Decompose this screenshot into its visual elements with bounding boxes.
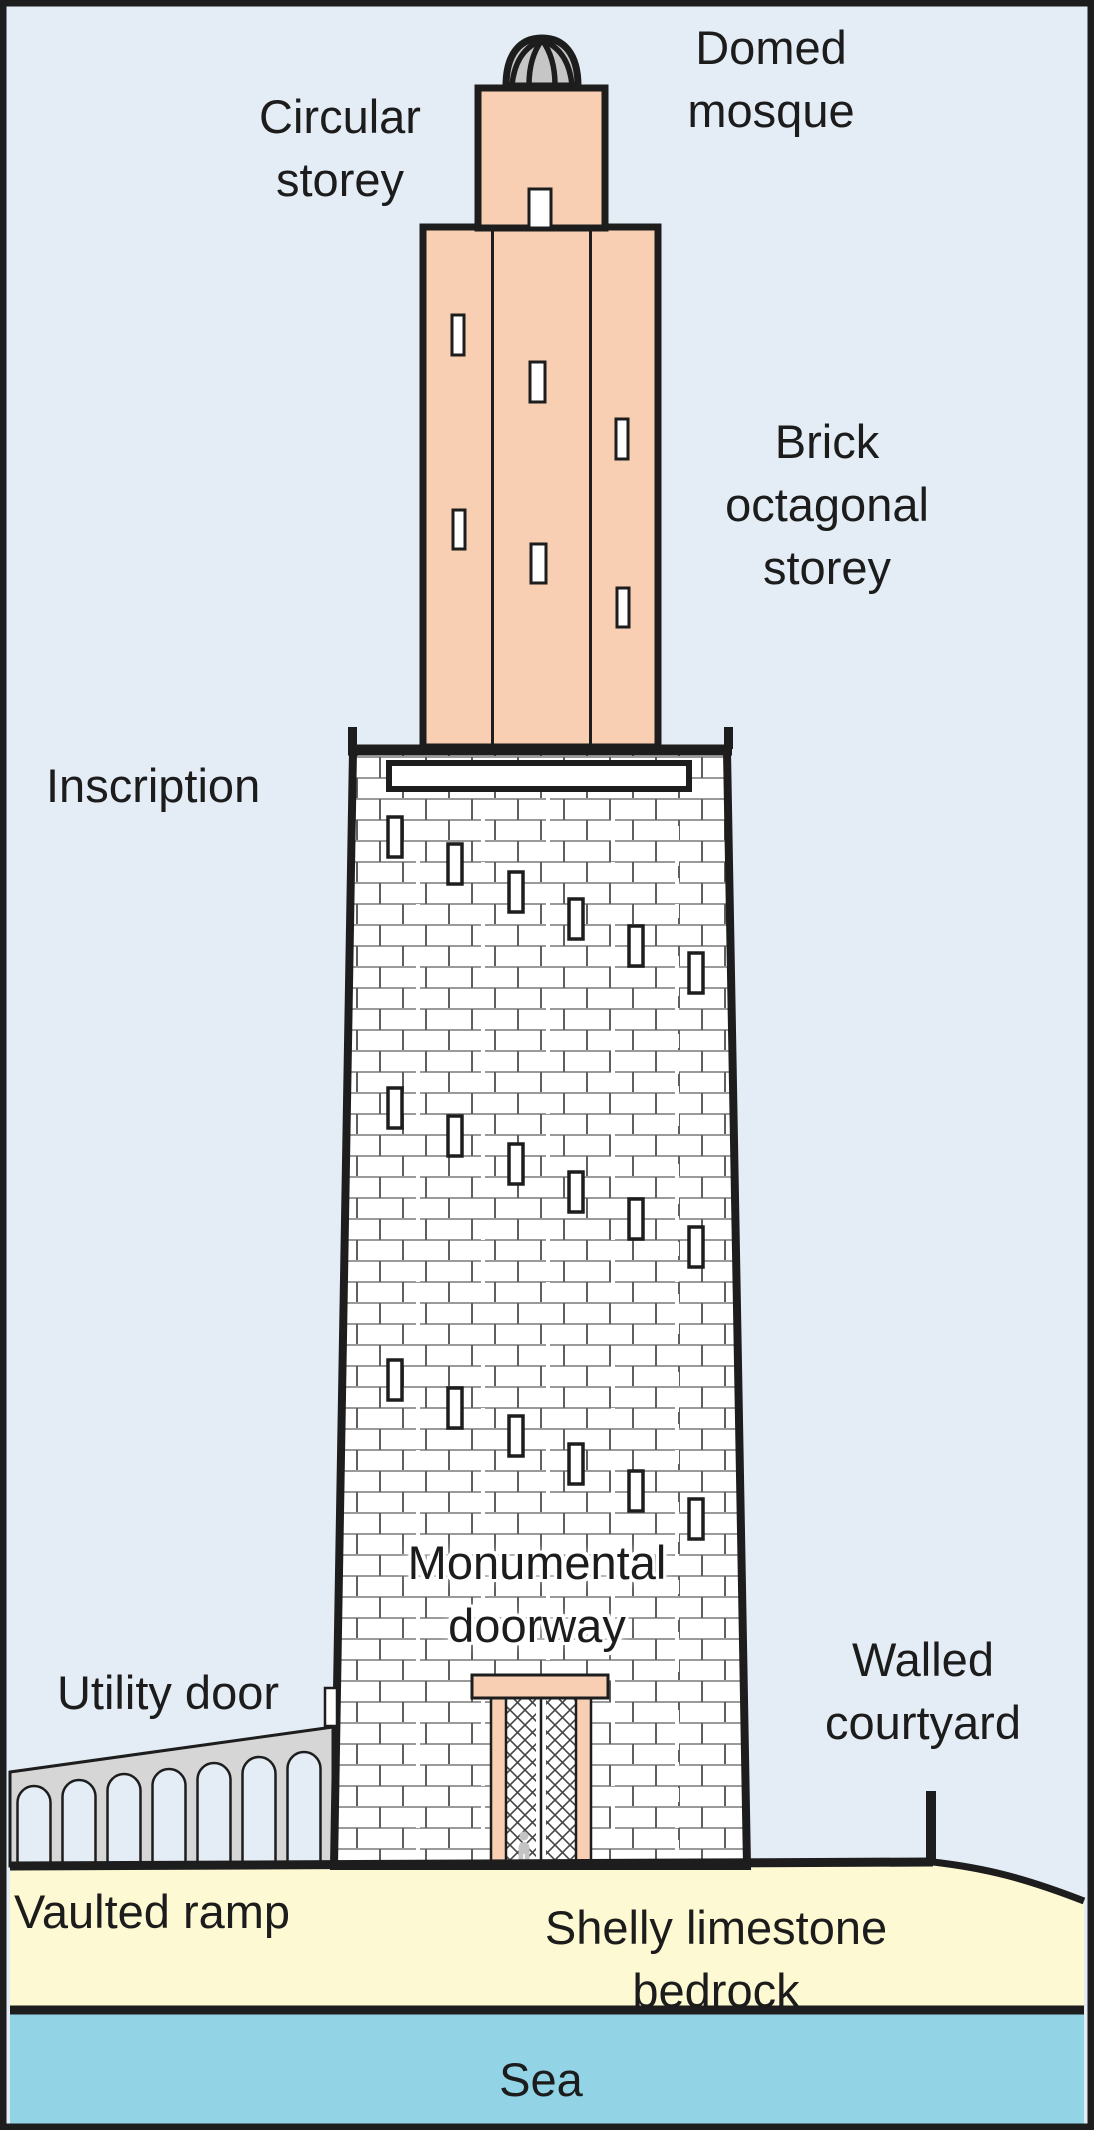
circular-storey-structure bbox=[474, 84, 609, 232]
putlog-hole bbox=[627, 1469, 645, 1513]
door-lintel bbox=[470, 1673, 610, 1700]
ramp-arch bbox=[286, 1750, 322, 1868]
putlog-hole bbox=[446, 1114, 464, 1158]
window bbox=[529, 542, 548, 585]
ground-line bbox=[9, 1857, 934, 1871]
tower-corner-tick-right bbox=[724, 727, 733, 749]
putlog-hole bbox=[386, 1086, 404, 1130]
putlog-hole bbox=[687, 1497, 705, 1541]
door-jamb-right bbox=[574, 1696, 593, 1868]
putlog-holes bbox=[386, 815, 705, 1541]
utility-door-shape bbox=[323, 1686, 339, 1728]
label-domed-mosque: Domed mosque bbox=[687, 21, 855, 137]
putlog-hole bbox=[567, 897, 585, 941]
window bbox=[528, 360, 547, 404]
label-sea: Sea bbox=[499, 2053, 583, 2106]
octagonal-body bbox=[419, 223, 662, 751]
label-monumental-doorway: Monumental doorway bbox=[407, 1536, 667, 1652]
sea-region bbox=[10, 2012, 1084, 2125]
label-utility-door: Utility door bbox=[56, 1666, 280, 1719]
putlog-hole bbox=[627, 1197, 645, 1241]
putlog-hole bbox=[446, 1386, 464, 1430]
ramp-arch bbox=[106, 1772, 142, 1868]
inscription-band bbox=[386, 760, 692, 792]
putlog-hole bbox=[627, 924, 645, 968]
putlog-hole bbox=[567, 1442, 585, 1486]
ramp-arch bbox=[196, 1761, 232, 1868]
window bbox=[450, 313, 466, 357]
bedrock-region bbox=[10, 1862, 1084, 2012]
human-figure bbox=[518, 1831, 530, 1864]
putlog-hole bbox=[386, 815, 404, 859]
monumental-doorway-structure bbox=[470, 1673, 610, 1868]
ramp-arch bbox=[241, 1755, 277, 1868]
ramp-arches bbox=[16, 1750, 322, 1868]
tower-corner-tick-left bbox=[348, 727, 357, 749]
label-brick-octagonal-storey: Brick octagonal storey bbox=[725, 415, 929, 594]
ramp-arch bbox=[151, 1767, 187, 1868]
octagonal-facet-lines bbox=[491, 227, 592, 747]
octagonal-storey bbox=[419, 223, 662, 751]
dome-ribs bbox=[509, 37, 575, 88]
ramp-arch bbox=[16, 1784, 52, 1868]
vaulted-ramp-structure bbox=[8, 1725, 335, 1868]
label-circular-storey: Circular storey bbox=[259, 90, 421, 206]
ground-and-courtyard bbox=[9, 1791, 1086, 1905]
door-jamb-left bbox=[489, 1696, 508, 1868]
putlog-hole bbox=[567, 1170, 585, 1214]
putlog-hole bbox=[507, 1414, 525, 1458]
putlog-hole bbox=[687, 951, 705, 995]
window bbox=[615, 586, 631, 629]
dome-structure bbox=[502, 34, 582, 90]
label-inscription: Inscription bbox=[46, 759, 261, 812]
label-walled-courtyard: Walled courtyard bbox=[825, 1633, 1021, 1749]
label-shelly-limestone-bedrock: Shelly limestone bedrock bbox=[544, 1901, 888, 2017]
masonry-tower bbox=[329, 727, 752, 1870]
putlog-hole bbox=[687, 1225, 705, 1269]
label-vaulted-ramp: Vaulted ramp bbox=[14, 1885, 291, 1938]
putlog-hole bbox=[507, 870, 525, 914]
bedrock-edge-curve bbox=[932, 1858, 1086, 1905]
window bbox=[614, 417, 630, 461]
window bbox=[451, 508, 467, 551]
brick-texture bbox=[334, 751, 747, 1866]
octagonal-windows bbox=[450, 313, 631, 629]
putlog-hole bbox=[386, 1358, 404, 1402]
putlog-hole bbox=[507, 1142, 525, 1186]
putlog-hole bbox=[446, 842, 464, 886]
ramp-arch bbox=[61, 1778, 97, 1868]
circular-window bbox=[527, 187, 553, 230]
